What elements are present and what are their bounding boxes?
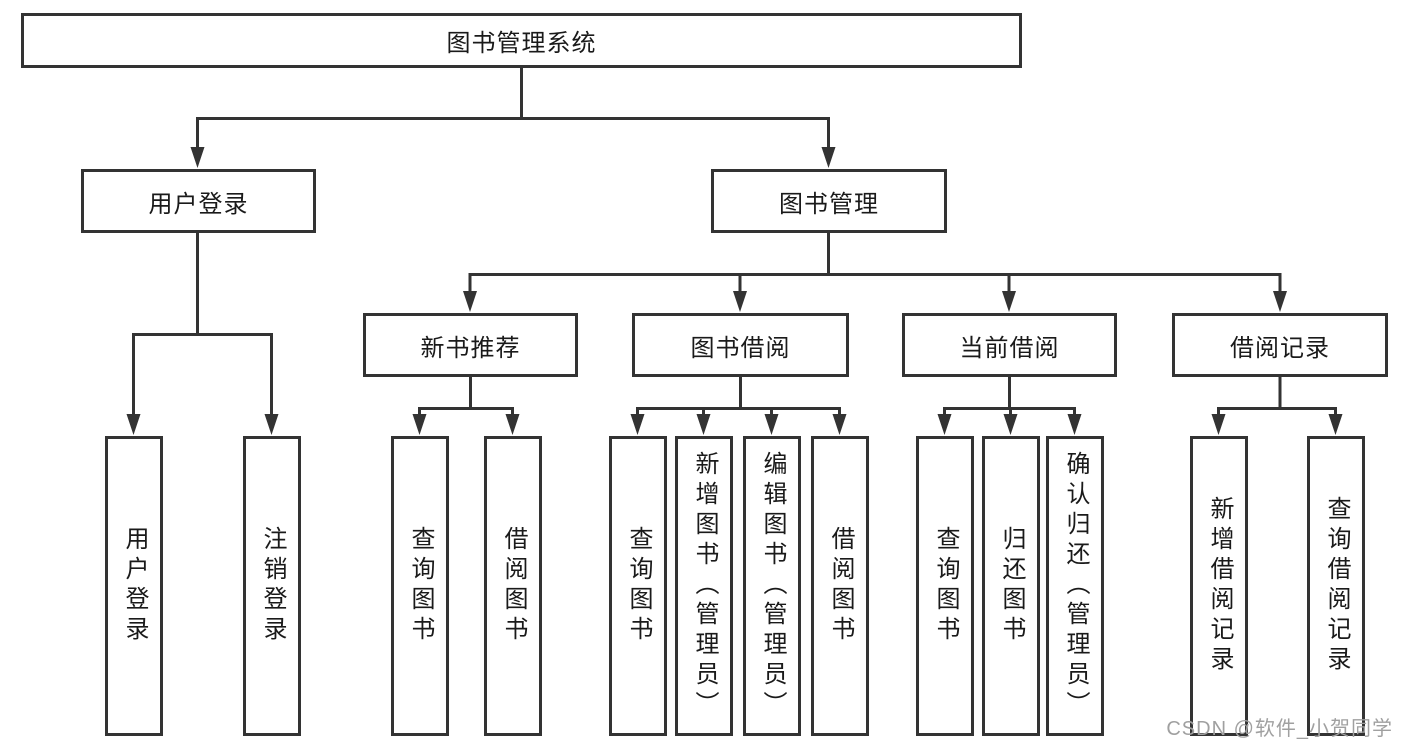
leaf-nb-borrow-book: 借阅图书 — [484, 436, 542, 736]
leaf-cb-query-book: 查询图书 — [916, 436, 974, 736]
node-new-book-recommend-label: 新书推荐 — [420, 334, 521, 362]
leaf-br-query-record-label: 查询借阅记录 — [1323, 496, 1350, 676]
leaf-user-login: 用户登录 — [105, 436, 163, 736]
leaf-bb-edit-book-label: 编辑图书（管理员） — [759, 451, 786, 721]
leaf-bb-edit-book: 编辑图书（管理员） — [743, 436, 801, 736]
leaf-bb-add-book-label: 新增图书（管理员） — [691, 451, 718, 721]
leaf-br-add-record: 新增借阅记录 — [1190, 436, 1248, 736]
leaf-cb-return-book-label: 归还图书 — [998, 526, 1025, 646]
leaf-user-login-label: 用户登录 — [121, 526, 148, 646]
arrow-down-icon — [190, 147, 836, 168]
leaf-cb-confirm-return-label: 确认归还（管理员） — [1062, 451, 1089, 721]
leaf-cb-query-book-label: 查询图书 — [932, 526, 959, 646]
leaf-logout-label: 注销登录 — [259, 526, 286, 646]
watermark: CSDN @软件_小贺同学 — [1166, 718, 1393, 740]
node-new-book-recommend: 新书推荐 — [363, 313, 578, 377]
leaf-nb-query-book: 查询图书 — [391, 436, 449, 736]
leaf-bb-borrow-book-label: 借阅图书 — [827, 526, 854, 646]
node-book-borrow-label: 图书借阅 — [690, 334, 791, 362]
leaf-bb-borrow-book: 借阅图书 — [811, 436, 869, 736]
leaf-bb-add-book: 新增图书（管理员） — [675, 436, 733, 736]
node-current-borrow: 当前借阅 — [902, 313, 1117, 377]
node-book-management: 图书管理 — [711, 169, 947, 233]
node-book-borrow: 图书借阅 — [632, 313, 849, 377]
leaf-br-query-record: 查询借阅记录 — [1307, 436, 1365, 736]
leaf-nb-borrow-book-label: 借阅图书 — [500, 526, 527, 646]
node-current-borrow-label: 当前借阅 — [959, 334, 1060, 362]
arrow-down-icon — [463, 291, 1287, 312]
leaf-logout: 注销登录 — [243, 436, 301, 736]
leaf-bb-query-book: 查询图书 — [609, 436, 667, 736]
leaf-nb-query-book-label: 查询图书 — [407, 526, 434, 646]
node-user-login-label: 用户登录 — [148, 190, 249, 218]
node-root: 图书管理系统 — [21, 13, 1022, 68]
node-borrow-record-label: 借阅记录 — [1230, 334, 1330, 362]
node-root-label: 图书管理系统 — [446, 30, 597, 57]
leaf-br-add-record-label: 新增借阅记录 — [1206, 496, 1233, 676]
leaf-bb-query-book-label: 查询图书 — [625, 526, 652, 646]
node-user-login: 用户登录 — [81, 169, 316, 233]
node-book-management-label: 图书管理 — [779, 190, 879, 218]
node-borrow-record: 借阅记录 — [1172, 313, 1388, 377]
arrow-down-icon — [126, 414, 1343, 435]
leaf-cb-confirm-return: 确认归还（管理员） — [1046, 436, 1104, 736]
leaf-cb-return-book: 归还图书 — [982, 436, 1040, 736]
